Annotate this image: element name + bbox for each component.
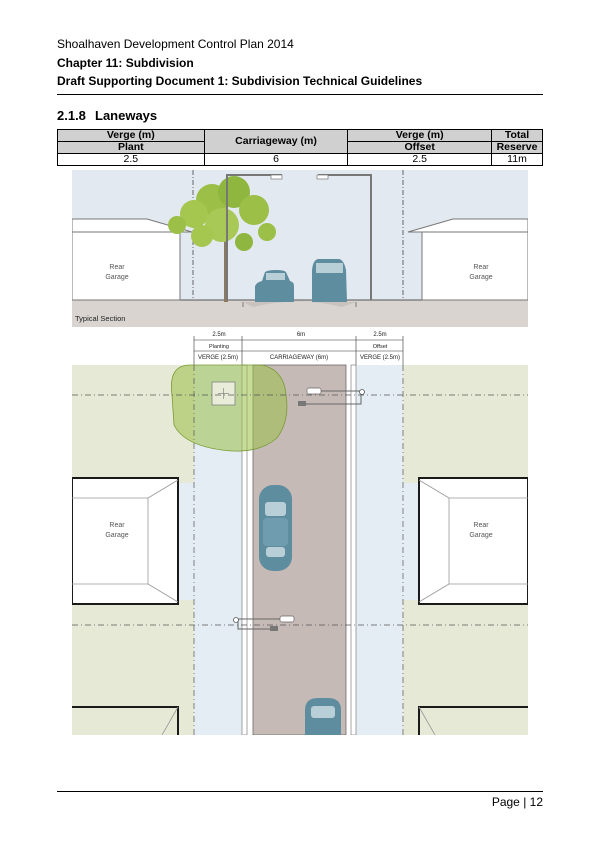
car-plan-middle (259, 485, 292, 571)
th-verge-plant-bot: Plant (57, 141, 205, 154)
cell-verge-offset: 2.5 (347, 153, 492, 166)
offset-label: Offset (373, 344, 388, 350)
left-plan-rear: Rear (109, 522, 125, 529)
light-poles (226, 174, 372, 300)
cell-carriageway: 6 (203, 153, 349, 166)
footer-rule (57, 791, 543, 792)
section-ground (72, 300, 528, 327)
th-verge-offset-top: Verge (m) (347, 129, 492, 142)
laneway-table: Verge (m) Carriageway (m) Verge (m) Tota… (57, 129, 543, 166)
th-total-bot: Reserve (491, 141, 543, 154)
verge-left-label: VERGE (2.5m) (198, 355, 238, 361)
car-plan-bottom (305, 698, 341, 735)
cell-total-reserve: 11m (491, 153, 543, 166)
carriageway-label: CARRIAGEWAY (6m) (270, 355, 328, 361)
th-carriageway: Carriageway (m) (203, 129, 349, 154)
left-plan-garage: Garage (105, 532, 128, 539)
document-subtitle: Draft Supporting Document 1: Subdivision… (57, 74, 423, 88)
laneway-figure: Rear Garage Rear Garage (72, 170, 528, 735)
dimension-strip: 2.5m 6m 2.5m Planting Offset VERGE (2.5m… (193, 332, 404, 365)
th-verge-plant-top: Verge (m) (57, 129, 205, 142)
plan-view: Rear Garage Rear Garage (72, 364, 528, 735)
header-rule (57, 94, 543, 95)
left-garage-label: Garage (105, 274, 128, 281)
typical-section: Rear Garage Rear Garage (72, 170, 528, 327)
dim-mid-label: 6m (297, 332, 305, 338)
right-garage-elevation: Rear Garage (407, 218, 528, 301)
left-garage-rear: Rear (109, 264, 125, 271)
left-garage-elevation: Rear Garage (72, 218, 193, 301)
dim-right-label: 2.5m (373, 332, 386, 338)
chapter-title: Chapter 11: Subdivision (57, 56, 194, 70)
dim-left-label: 2.5m (212, 332, 225, 338)
right-plan-garage: Garage (469, 532, 492, 539)
right-verge (356, 365, 403, 735)
doc-title: Shoalhaven Development Control Plan 2014 (57, 37, 294, 51)
section-number: 2.1.8 (57, 108, 86, 123)
car-elevation-right (312, 259, 347, 302)
section-heading: 2.1.8 Laneways (57, 108, 157, 123)
right-garage-rear: Rear (473, 264, 489, 271)
section-title: Laneways (95, 108, 158, 123)
laneway-diagram: Rear Garage Rear Garage (72, 170, 528, 735)
right-garage-plan: Rear Garage (418, 477, 528, 605)
streetlight-plan-lower (233, 615, 295, 631)
planting-label: Planting (209, 344, 229, 350)
tree-canopy-plan (171, 364, 288, 452)
right-garage-label: Garage (469, 274, 492, 281)
verge-right-label: VERGE (2.5m) (360, 355, 400, 361)
streetlight-plan-upper (298, 387, 365, 406)
right-plan-rear: Rear (473, 522, 489, 529)
typical-section-label: Typical Section (75, 314, 125, 323)
th-total-top: Total (491, 129, 543, 142)
car-elevation-left (255, 270, 294, 302)
left-garage-plan: Rear Garage (72, 477, 179, 605)
page-number: Page | 12 (491, 795, 543, 809)
th-verge-offset-bot: Offset (347, 141, 492, 154)
cell-verge-plant: 2.5 (57, 153, 205, 166)
